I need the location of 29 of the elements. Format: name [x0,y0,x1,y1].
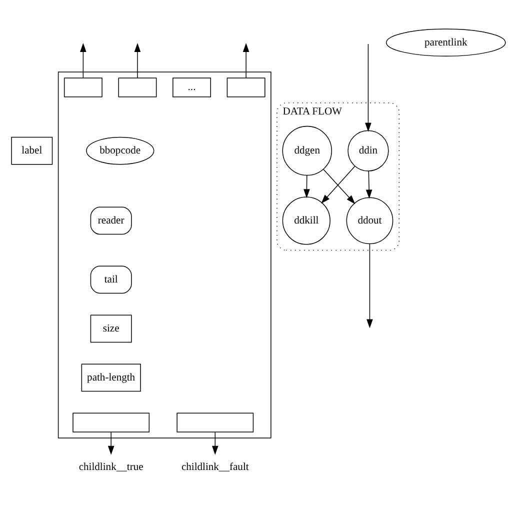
node-box [64,78,102,98]
node-text: childlink__true [78,462,144,474]
arrow [365,44,372,132]
node-box: reader [90,206,132,235]
node-ellipse: parentlink [386,28,506,57]
node-circle: ddkill [282,196,330,245]
node-ellipse: bbopcode [86,136,154,165]
arrow [304,175,310,198]
arrow [242,42,250,78]
node-box [118,78,157,98]
arrow [108,432,114,455]
node-box: size [90,314,132,343]
node-box [226,78,266,98]
cluster [58,72,272,438]
arrow [366,243,373,328]
node-circle: ddgen [282,126,332,176]
arrow [80,42,86,78]
node-circle: ddin [348,130,389,172]
arrow [366,170,372,199]
arrow [212,432,218,455]
node-box: label [11,136,53,165]
node-box [72,412,150,432]
arrow [134,42,141,78]
node-text: childlink__fault [181,462,249,474]
node-circle: ddout [346,197,394,244]
node-box: tail [90,266,132,294]
node-box: path-length [81,364,141,392]
node-box: ... [172,78,211,98]
node-box [176,412,254,432]
